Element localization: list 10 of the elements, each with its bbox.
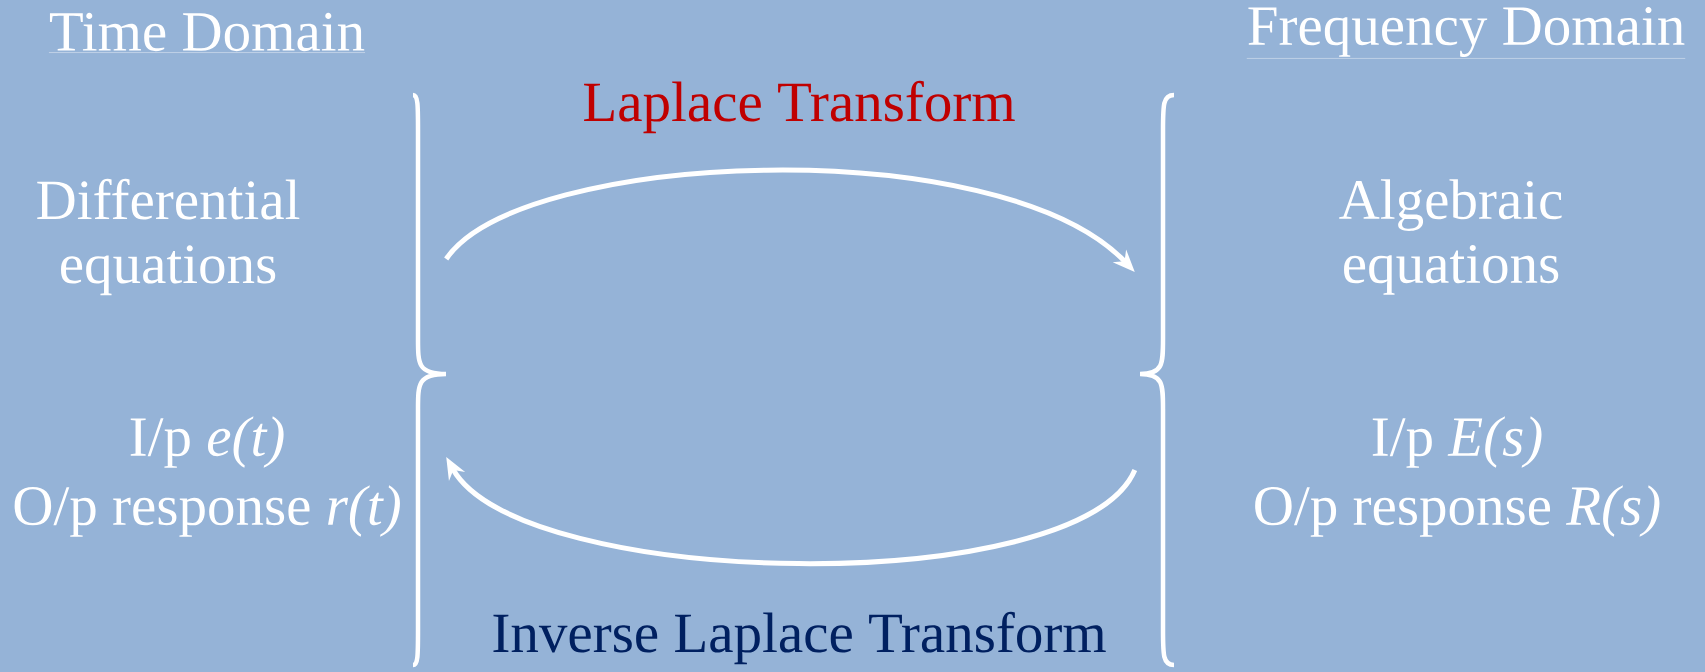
description-text: I/p e(t) (130, 416, 284, 468)
description-text: Differential equations (37, 178, 300, 296)
description-text: O/p response R(s) (1255, 485, 1660, 537)
heading: Frequency Domain (1246, 7, 1686, 59)
description-text: Algebraic equations (1339, 179, 1562, 295)
description-text: O/p response r(t) (14, 485, 400, 537)
description-text: I/p E(s) (1372, 416, 1542, 468)
edge-label: Inverse Laplace Transform (493, 611, 1106, 665)
heading: Time Domain (48, 12, 366, 53)
edge-label: Laplace Transform (584, 80, 1015, 134)
